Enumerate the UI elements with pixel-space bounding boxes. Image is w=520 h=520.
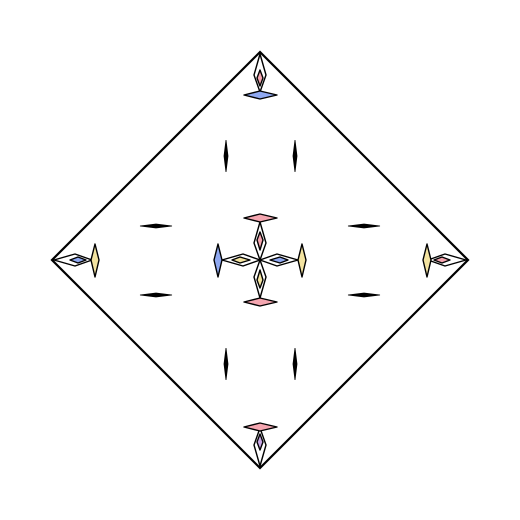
corner-marker-bottom [243,422,278,467]
tick-mark [347,223,381,229]
tick-mark [139,223,173,229]
tick-mark [139,292,173,298]
tick-mark [292,139,298,173]
outer-diamond-frame [50,50,470,470]
tick-mark [223,347,229,381]
corner-marker-left [53,243,100,278]
corner-marker-right [422,243,467,278]
center-star-marker [213,213,307,307]
tick-mark [292,347,298,381]
tick-marks [139,139,381,381]
corner-marker-top [243,53,278,100]
tick-mark [223,139,229,173]
tick-mark [347,292,381,298]
